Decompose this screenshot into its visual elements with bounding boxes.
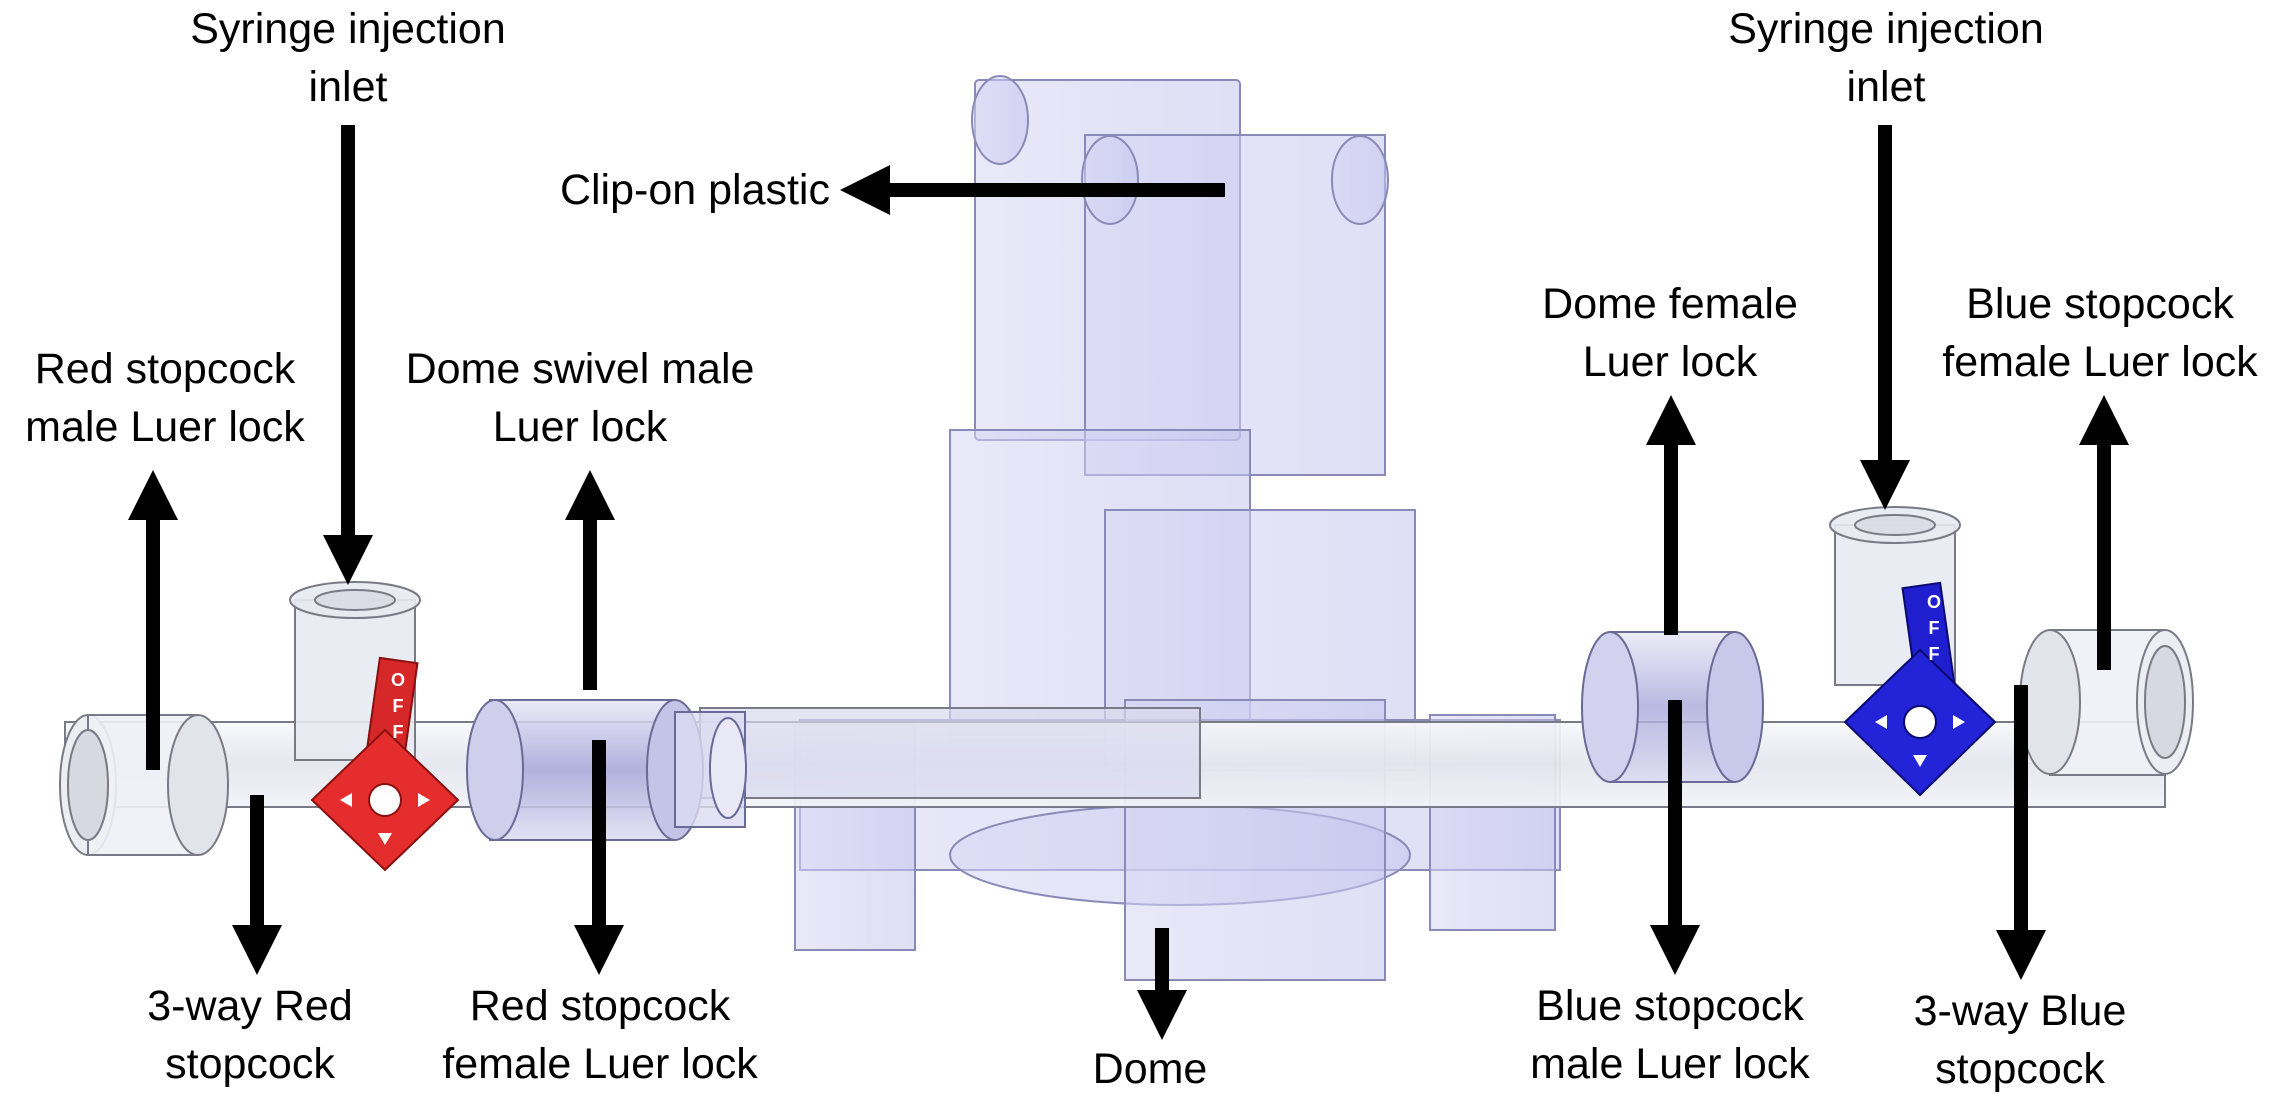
label-line: inlet: [308, 63, 388, 111]
arrow-syringe-right: [1860, 125, 1910, 510]
label-line: 3-way Blue: [1913, 987, 2127, 1035]
arrow-blue-male: [1650, 700, 1700, 975]
arrow-blue-3way: [1996, 685, 2046, 980]
label-line: 3-way Red: [147, 982, 353, 1030]
label-syringe-left: Syringe injection inlet: [148, 0, 548, 116]
red-male-luer-connector: [59, 714, 229, 856]
label-clip-on-plastic: Clip-on plastic: [510, 161, 830, 219]
label-line: Dome: [1092, 1045, 1208, 1093]
label-line: Syringe injection: [190, 5, 506, 53]
label-line: Luer lock: [492, 403, 668, 451]
label-line: stopcock: [1935, 1045, 2105, 1093]
label-line: male Luer lock: [1530, 1040, 1810, 1088]
label-line: Blue stopcock: [1966, 280, 2234, 328]
label-line: Clip-on plastic: [559, 166, 830, 214]
label-line: Luer lock: [1582, 338, 1758, 386]
label-line: female Luer lock: [442, 1040, 758, 1088]
label-syringe-right: Syringe injection inlet: [1686, 0, 2086, 116]
arrow-red-3way: [232, 795, 282, 975]
red-off-letter: F: [393, 696, 404, 716]
blue-off-letter: F: [1929, 618, 1940, 638]
blue-off-letter: F: [1929, 644, 1940, 664]
arrow-clip-on: [840, 165, 1225, 215]
label-line: stopcock: [165, 1040, 335, 1088]
red-off-letter: F: [393, 722, 404, 742]
label-blue-female-luer: Blue stopcock female Luer lock: [1915, 275, 2285, 391]
arrow-syringe-left: [323, 125, 373, 585]
red-off-letter: O: [391, 670, 405, 690]
red-stopcock-handle: [310, 656, 460, 872]
label-red-3way: 3-way Red stopcock: [100, 977, 400, 1093]
dome-swivel-connector: [466, 699, 747, 841]
label-red-male-luer: Red stopcock male Luer lock: [0, 340, 330, 456]
blue-stopcock-handle: [1843, 581, 1997, 797]
label-line: Syringe injection: [1728, 5, 2044, 53]
label-line: Red stopcock: [34, 345, 296, 393]
arrow-red-female: [574, 740, 624, 975]
label-blue-3way: 3-way Blue stopcock: [1870, 982, 2170, 1098]
label-line: female Luer lock: [1942, 338, 2258, 386]
red-off-label: O F F: [391, 670, 405, 742]
arrow-dome-swivel: [565, 470, 615, 690]
label-dome: Dome: [1050, 1040, 1250, 1098]
dome-female-connector: [1581, 631, 1764, 783]
label-line: Dome female: [1542, 280, 1798, 328]
label-line: inlet: [1846, 63, 1926, 111]
label-line: Red stopcock: [469, 982, 731, 1030]
label-dome-female: Dome female Luer lock: [1500, 275, 1840, 391]
arrow-dome-female: [1646, 395, 1696, 635]
arrow-blue-female: [2079, 395, 2129, 670]
label-line: Blue stopcock: [1536, 982, 1804, 1030]
arrow-dome: [1137, 928, 1187, 1040]
label-red-female-luer: Red stopcock female Luer lock: [410, 977, 790, 1093]
blue-off-letter: O: [1927, 592, 1941, 612]
label-line: male Luer lock: [25, 403, 305, 451]
arrow-red-male: [128, 470, 178, 770]
blue-off-label: O F F: [1927, 592, 1941, 664]
label-blue-male-luer: Blue stopcock male Luer lock: [1490, 977, 1850, 1093]
callout-arrows: [128, 125, 2129, 1040]
dome-body: [794, 75, 1561, 981]
label-dome-swivel: Dome swivel male Luer lock: [380, 340, 780, 456]
label-line: Dome swivel male: [405, 345, 755, 393]
